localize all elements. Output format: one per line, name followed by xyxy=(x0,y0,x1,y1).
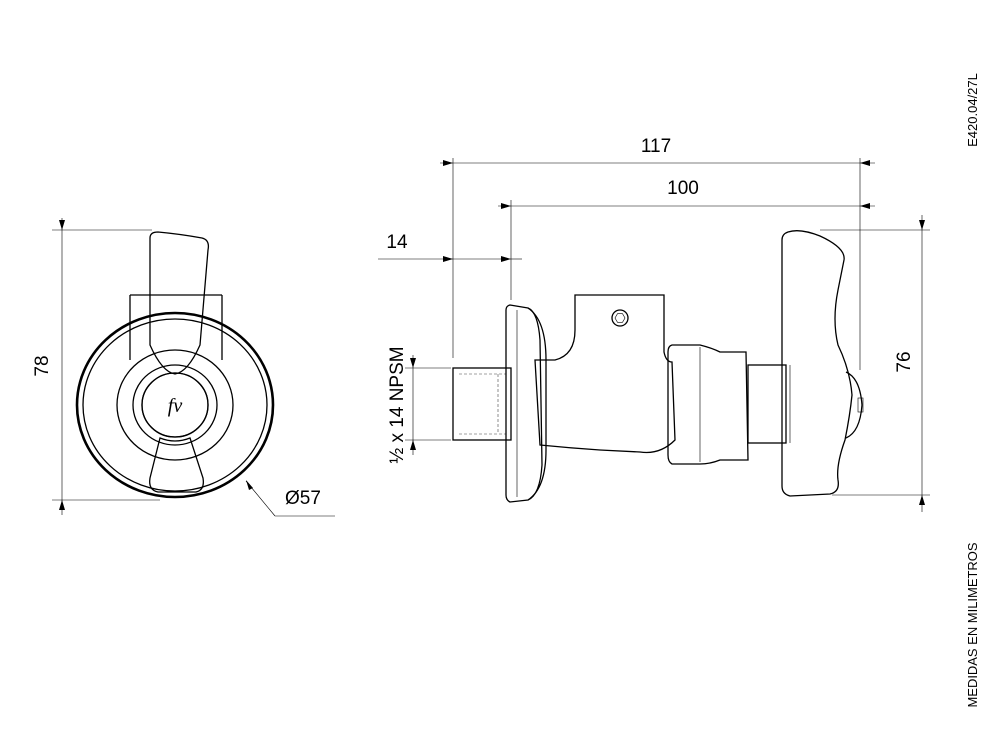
rosette-flange-curve xyxy=(527,307,547,501)
dim-76-arrow-bottom xyxy=(919,495,925,505)
dim-78-arrow-bottom xyxy=(59,500,65,510)
hub-ring-outer xyxy=(116,349,234,461)
dim-14-label: 14 xyxy=(386,232,408,253)
spindle xyxy=(747,364,787,444)
dim-117-label: 117 xyxy=(641,136,671,157)
dim-117-arrow-left xyxy=(443,160,453,166)
drawing-code: E420.04/27L xyxy=(965,73,980,147)
set-screw-hex xyxy=(614,313,626,323)
units-note: MEDIDAS EN MILIMETROS xyxy=(965,542,980,707)
set-screw xyxy=(611,309,629,327)
thread-spec-label: ½ x 14 NPSM xyxy=(387,346,408,463)
dim-76-label: 76 xyxy=(894,351,915,372)
dim-100-arrow-right xyxy=(860,203,870,209)
front-view: fv 78 Ø57 xyxy=(32,218,335,517)
valve-body xyxy=(534,294,676,454)
bonnet-nut xyxy=(667,344,749,465)
dim-78-label: 78 xyxy=(32,355,53,376)
dim-76-arrow-top xyxy=(919,220,925,230)
thread-arrow-top xyxy=(410,358,416,368)
thread-arrow-bottom xyxy=(410,440,416,450)
handle-profile xyxy=(781,230,853,497)
hub-cap-top xyxy=(141,372,209,438)
dim-100-arrow-left xyxy=(501,203,511,209)
dim-100-label: 100 xyxy=(667,178,699,199)
dim-57-leader xyxy=(245,480,276,517)
handle-button xyxy=(845,371,863,439)
dim-57-label: Ø57 xyxy=(285,488,321,509)
handle-cap xyxy=(857,397,864,413)
hub-ring-inner xyxy=(132,364,218,446)
dim-14-arrow-left xyxy=(443,256,453,262)
threaded-nipple xyxy=(452,367,512,441)
handle-lever-top xyxy=(149,231,210,375)
dim-78-arrow-top xyxy=(59,220,65,230)
rosette-outer-ring xyxy=(75,311,275,499)
handle-lever-bottom xyxy=(149,437,204,493)
rosette-inner-ring xyxy=(82,318,268,492)
side-view: 117 100 14 76 ½ x 14 NPSM xyxy=(378,136,930,512)
brand-logo: fv xyxy=(168,395,183,417)
dim-117-arrow-right xyxy=(860,160,870,166)
dim-14-arrow-right xyxy=(501,256,511,262)
front-bracket xyxy=(129,294,223,360)
